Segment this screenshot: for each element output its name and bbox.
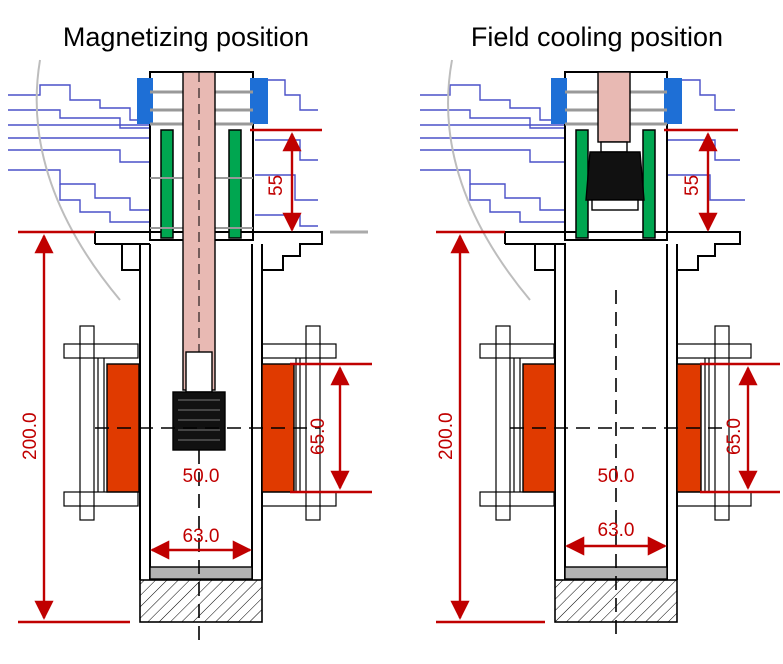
background-assembly-drawing	[8, 59, 318, 301]
coil-assembly-left	[63, 325, 337, 521]
spacer-green	[228, 129, 242, 239]
clamp-block	[137, 78, 153, 124]
dimension-lines: 55 200.0 65.0 50.0 63.0	[18, 128, 372, 624]
panel-title: Magnetizing position	[63, 22, 309, 52]
panel-magnetizing: Magnetizing position	[8, 22, 372, 640]
dim-insert-travel: 55	[266, 175, 287, 196]
dim-total-height: 200.0	[436, 412, 457, 460]
panel-field-cooling: Field cooling position	[420, 22, 780, 640]
dim-insert-travel: 55	[682, 175, 703, 196]
spacer-green	[160, 129, 174, 239]
sample-rod	[182, 71, 216, 391]
dim-inner-diameter: 50.0	[598, 466, 635, 487]
dim-inner-diameter: 50.0	[183, 466, 220, 487]
clamp-block	[250, 78, 268, 124]
coil-assembly-right	[479, 325, 752, 521]
dim-total-height: 200.0	[20, 412, 41, 460]
panel-title: Field cooling position	[471, 22, 723, 52]
dimension-lines: 55 200.0 65.0 50.0 63.0	[436, 128, 780, 624]
dim-outer-diameter: 63.0	[183, 526, 220, 547]
dim-coil-length: 65.0	[724, 418, 745, 455]
background-assembly-drawing	[420, 59, 745, 301]
dim-coil-length: 65.0	[308, 418, 329, 455]
dim-outer-diameter: 63.0	[598, 520, 635, 541]
